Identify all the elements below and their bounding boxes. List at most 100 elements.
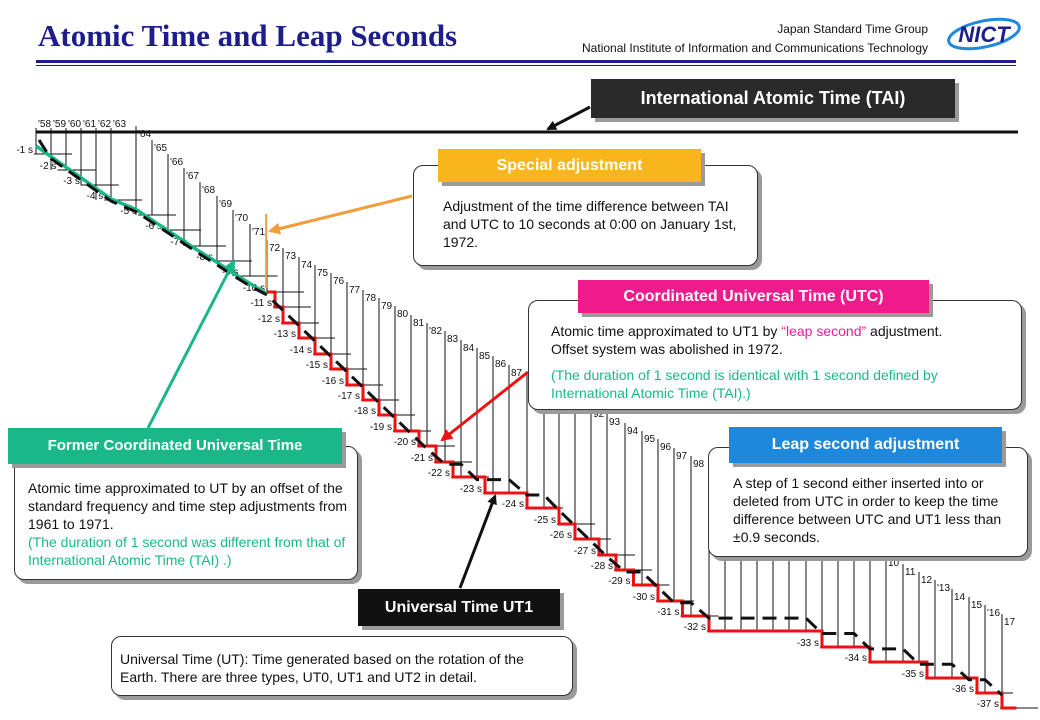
page-title: Atomic Time and Leap Seconds	[38, 18, 458, 53]
leap-second-header: Leap second adjustment	[729, 427, 1002, 463]
offset-label: -33 s	[797, 638, 819, 649]
tai-label: International Atomic Time (TAI)	[591, 79, 955, 118]
offset-label: -10 s	[243, 283, 265, 294]
year-label: 95	[644, 434, 656, 445]
nict-logo: NICT	[947, 17, 1021, 51]
year-label: 97	[676, 451, 688, 462]
year-label: 93	[609, 417, 621, 428]
utc-arrow	[440, 370, 529, 442]
year-label: 17	[1004, 617, 1016, 628]
year-label: '65	[154, 143, 167, 154]
offset-label: -20 s	[394, 437, 416, 448]
year-label: '68	[202, 185, 215, 196]
leap-second-text: A step of 1 second either inserted into …	[733, 475, 1002, 545]
universal-time-text: Universal Time (UT): Time generated base…	[120, 651, 524, 685]
offset-label: -31 s	[657, 607, 679, 618]
offset-label: -1 s	[16, 145, 33, 156]
offset-label: -29 s	[608, 576, 630, 587]
year-label: 74	[301, 260, 313, 271]
year-label: 14	[954, 592, 966, 603]
year-label: '58	[38, 119, 51, 130]
year-label: 79	[381, 301, 393, 312]
offset-label: -26 s	[550, 530, 572, 541]
former-utc-header: Former Coordinated Universal Time	[8, 428, 342, 464]
year-label: 75	[317, 268, 329, 279]
year-label: 85	[479, 351, 491, 362]
year-label: 94	[627, 426, 639, 437]
offset-label: -23 s	[460, 484, 482, 495]
offset-label: -21 s	[411, 453, 433, 464]
offset-label: -19 s	[370, 422, 392, 433]
ut1-label: Universal Time UT1	[358, 589, 560, 626]
offset-label: -34 s	[845, 653, 867, 664]
year-label: '62	[98, 119, 111, 130]
year-label: 84	[463, 343, 475, 354]
leap-second-box: A step of 1 second either inserted into …	[708, 447, 1028, 557]
organization-name: Japan Standard Time Group National Insti…	[582, 20, 928, 58]
utc-header: Coordinated Universal Time (UTC)	[578, 280, 929, 313]
former-utc-text: Atomic time approximated to UT by an off…	[28, 480, 348, 532]
year-label: '59	[53, 119, 66, 130]
year-label: 10	[888, 558, 900, 569]
offset-label: -7 s	[170, 237, 187, 248]
ut1-arrow	[458, 494, 497, 589]
offset-label: -13 s	[274, 329, 296, 340]
year-label: '71	[252, 227, 265, 238]
offset-label: -4 s	[87, 191, 104, 202]
ut1-curve	[37, 139, 1004, 697]
year-label: 98	[693, 459, 705, 470]
org-line-2: National Institute of Information and Co…	[582, 41, 928, 55]
year-label: '60	[68, 119, 81, 130]
tai-arrow	[546, 105, 591, 131]
offset-label: -16 s	[322, 376, 344, 387]
year-label: 92	[593, 409, 605, 420]
offset-label: -17 s	[338, 391, 360, 402]
former-utc-note: (The duration of 1 second was different …	[28, 534, 346, 568]
leap-second-highlight: “leap second”	[781, 323, 867, 339]
offset-label: -32 s	[684, 622, 706, 633]
special-adjustment-header: Special adjustment	[438, 149, 701, 182]
year-label: '64	[138, 129, 151, 140]
offset-label: -37 s	[977, 699, 999, 710]
offset-label: -12 s	[258, 314, 280, 325]
special-adjustment-text: Adjustment of the time difference betwee…	[443, 198, 737, 250]
offset-label: -25 s	[534, 515, 556, 526]
year-label: 77	[349, 285, 361, 296]
utc-line-1: Atomic time approximated to UT1 by “leap…	[551, 323, 943, 339]
former-utc-arrow	[146, 259, 236, 429]
offset-label: -18 s	[354, 406, 376, 417]
offset-label: -6 s	[145, 221, 162, 232]
year-label: 12	[921, 575, 933, 586]
offset-label: -35 s	[902, 669, 924, 680]
offset-label: -24 s	[502, 499, 524, 510]
special-arrow	[268, 194, 413, 235]
year-label: '70	[235, 213, 248, 224]
header-rule-thin	[36, 65, 1016, 66]
year-label: 78	[365, 293, 377, 304]
year-label: 72	[269, 243, 281, 254]
offset-label: -11 s	[251, 298, 273, 309]
year-label: 81	[413, 318, 425, 329]
year-label: '69	[219, 199, 232, 210]
header-rule	[36, 60, 1016, 63]
year-label: '16	[987, 608, 1000, 619]
year-label: 86	[495, 359, 507, 370]
year-label: 80	[397, 309, 409, 320]
offset-label: -28 s	[591, 561, 613, 572]
utc-box: Atomic time approximated to UT1 by “leap…	[528, 300, 1022, 410]
year-label: '61	[83, 119, 96, 130]
year-label: 11	[905, 567, 916, 578]
offset-label: -27 s	[574, 546, 596, 557]
year-label: '66	[170, 157, 183, 168]
year-label: 15	[971, 600, 983, 611]
org-line-1: Japan Standard Time Group	[777, 22, 928, 36]
year-label: '63	[113, 119, 126, 130]
offset-label: -22 s	[428, 468, 450, 479]
plus-minus-sign: ±	[733, 529, 741, 545]
year-label: 96	[660, 442, 672, 453]
offset-label: -14 s	[290, 345, 312, 356]
former-utc-box: Atomic time approximated to UT by an off…	[14, 446, 358, 580]
offset-label: -15 s	[306, 360, 328, 371]
year-label: '13	[937, 583, 950, 594]
year-label: 87	[511, 368, 523, 379]
